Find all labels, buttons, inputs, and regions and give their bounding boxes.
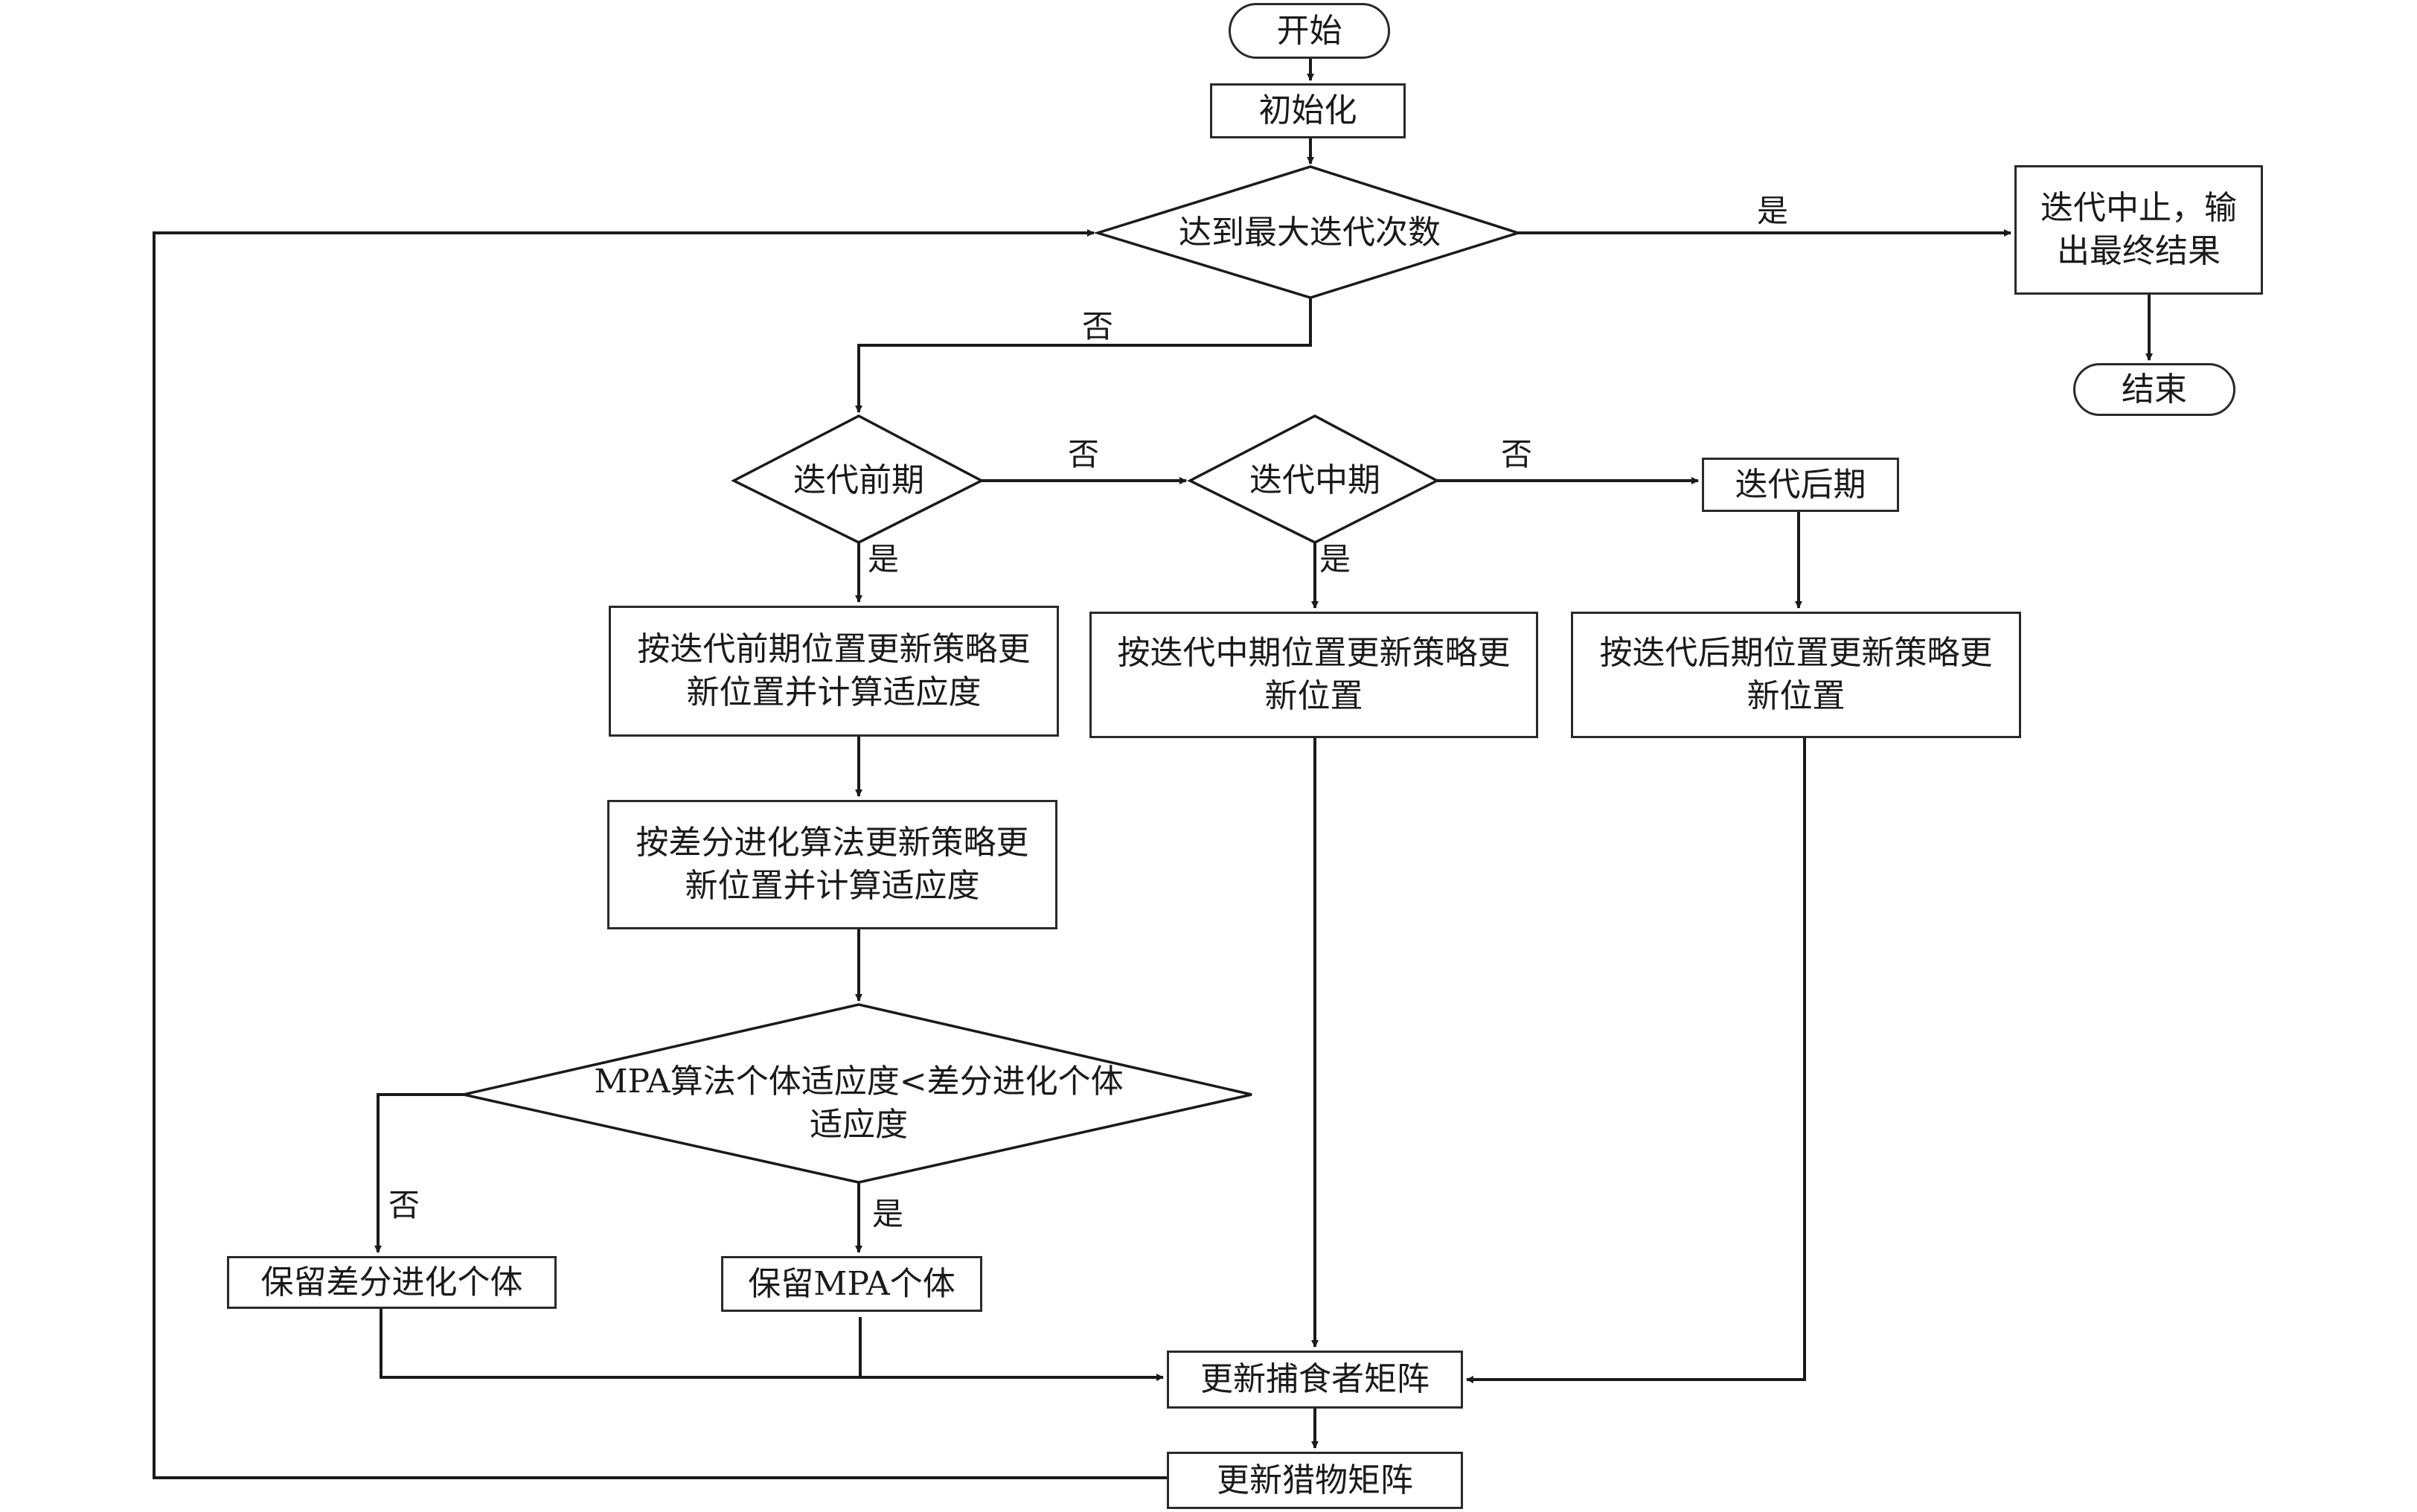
late-stage-box: 迭代后期 bbox=[1702, 458, 1899, 512]
end-terminal: 结束 bbox=[2073, 363, 2235, 416]
middle-decision-label: 迭代中期 bbox=[1249, 461, 1380, 499]
edge-keepde-predator bbox=[380, 1309, 1164, 1381]
init-box: 初始化 bbox=[1210, 83, 1406, 138]
de-update-box: 按差分进化算法更新策略更新位置并计算适应度 bbox=[607, 800, 1057, 929]
early-update-box: 按迭代前期位置更新策略更新位置并计算适应度 bbox=[609, 606, 1059, 737]
keep-mpa-label: 保留MPA个体 bbox=[748, 1264, 955, 1303]
edge-compare-keepde bbox=[374, 1093, 464, 1253]
early-update-label: 按迭代前期位置更新策略更新位置并计算适应度 bbox=[637, 630, 1031, 711]
max-iter-decision-text: 达到最大迭代次数 bbox=[1131, 203, 1488, 263]
early-decision-label: 迭代前期 bbox=[793, 461, 924, 499]
late-stage-label: 迭代后期 bbox=[1735, 465, 1866, 504]
max-iter-label: 达到最大迭代次数 bbox=[1179, 214, 1441, 252]
edge-label-early-no: 否 bbox=[1067, 436, 1100, 472]
edge-label-max-no: 否 bbox=[1081, 308, 1114, 345]
keep-mpa-box: 保留MPA个体 bbox=[721, 1256, 982, 1312]
end-label: 结束 bbox=[2122, 370, 2187, 409]
edge-label-compare-yes: 是 bbox=[871, 1196, 904, 1232]
middle-update-label: 按迭代中期位置更新策略更新位置 bbox=[1117, 634, 1511, 715]
middle-decision-text: 迭代中期 bbox=[1223, 451, 1407, 510]
keep-de-label: 保留差分进化个体 bbox=[260, 1263, 523, 1301]
edge-prey-loop bbox=[153, 229, 1167, 1479]
edge-label-middle-no: 否 bbox=[1500, 436, 1533, 472]
edge-label-compare-no: 否 bbox=[388, 1187, 420, 1223]
start-terminal: 开始 bbox=[1229, 3, 1390, 59]
fitness-compare-label: MPA算法个体适应度<差分进化个体适应度 bbox=[594, 1063, 1124, 1144]
stop-output-label: 迭代中止，输出最终结果 bbox=[2040, 189, 2237, 270]
late-update-label: 按迭代后期位置更新策略更新位置 bbox=[1599, 634, 1993, 715]
edge-label-max-yes: 是 bbox=[1756, 193, 1789, 229]
late-update-box: 按迭代后期位置更新策略更新位置 bbox=[1571, 612, 2021, 738]
update-prey-label: 更新猎物矩阵 bbox=[1217, 1461, 1413, 1499]
init-label: 初始化 bbox=[1258, 92, 1357, 129]
edge-decision-early bbox=[855, 298, 1312, 413]
early-decision-text: 迭代前期 bbox=[766, 451, 951, 510]
start-label: 开始 bbox=[1276, 11, 1342, 50]
edge-label-early-yes: 是 bbox=[867, 541, 900, 577]
update-predator-box: 更新捕食者矩阵 bbox=[1167, 1351, 1463, 1409]
middle-update-box: 按迭代中期位置更新策略更新位置 bbox=[1089, 612, 1538, 738]
edge-late-predator bbox=[1466, 738, 1806, 1383]
update-predator-label: 更新捕食者矩阵 bbox=[1200, 1360, 1430, 1398]
update-prey-box: 更新猎物矩阵 bbox=[1167, 1452, 1463, 1509]
keep-de-box: 保留差分进化个体 bbox=[227, 1256, 557, 1309]
edge-label-middle-yes: 是 bbox=[1319, 541, 1351, 577]
stop-output-box: 迭代中止，输出最终结果 bbox=[2014, 165, 2263, 295]
compare-diamond bbox=[463, 1003, 1252, 1184]
de-update-label: 按差分进化算法更新策略更新位置并计算适应度 bbox=[636, 824, 1029, 905]
fitness-compare-text: MPA算法个体适应度<差分进化个体适应度 bbox=[588, 1055, 1130, 1152]
